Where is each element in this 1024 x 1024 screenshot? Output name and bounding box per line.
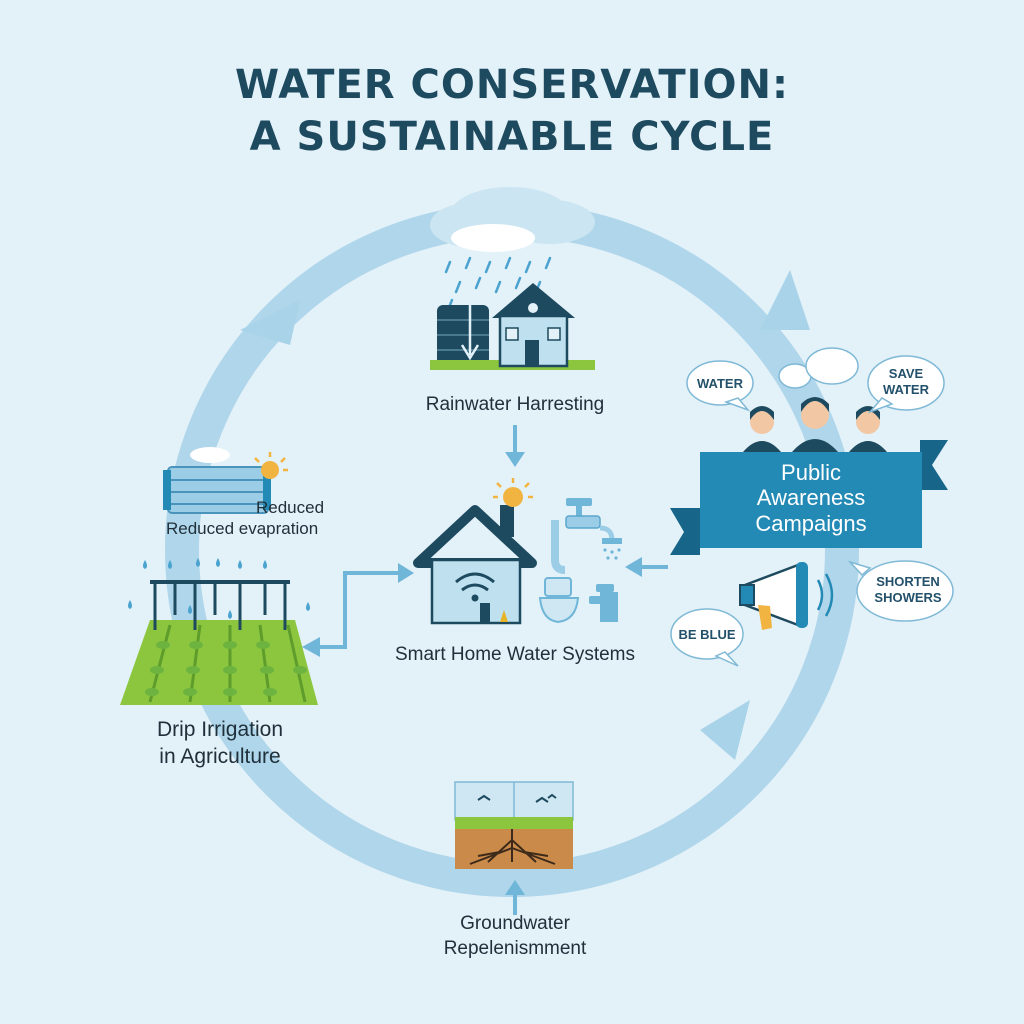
arrowhead-to-home xyxy=(398,563,414,583)
sun-icon-home xyxy=(493,478,533,507)
campaign-banner xyxy=(670,440,948,555)
bubble-shorten-line2: SHOWERS xyxy=(874,590,942,605)
megaphone-icon xyxy=(739,562,834,630)
cloud-icon xyxy=(430,187,595,252)
toilet-icon xyxy=(538,577,580,624)
bubble-be-blue-text: BE BLUE xyxy=(678,627,735,642)
ring-arrowhead-topright xyxy=(760,270,810,330)
bubble-water-text: WATER xyxy=(697,376,744,391)
arrow-campaign-to-home xyxy=(625,557,668,577)
person-right xyxy=(849,406,887,452)
label-smart-home: Smart Home Water Systems xyxy=(394,644,635,665)
sun-icon-evap xyxy=(254,452,288,479)
label-drip-irrigation: Drip Irrigation in Agriculture xyxy=(120,716,320,771)
label-reduced-2: Reduced evapration xyxy=(166,519,319,538)
bubble-save-water-line1: SAVE xyxy=(889,366,924,381)
ring-arrowhead-topleft xyxy=(240,300,300,345)
faucet-icon xyxy=(551,498,601,574)
evaporation-cover-icon xyxy=(163,447,271,514)
banner-line2: Awareness xyxy=(756,485,866,511)
label-drip-line2: in Agriculture xyxy=(159,745,281,769)
title-line-1: WATER CONSERVATION: xyxy=(234,62,790,108)
bubble-water: WATER xyxy=(686,360,754,412)
arrowhead-to-drip xyxy=(302,637,320,657)
shower-icon xyxy=(599,525,622,560)
tap-icon xyxy=(589,584,618,622)
label-groundwater-line1: Groundwater xyxy=(460,913,570,934)
bubble-save-water-line2: WATER xyxy=(883,382,930,397)
arrow-to-groundwater xyxy=(505,880,525,915)
label-public-awareness: Public Awareness Campaigns xyxy=(700,460,922,536)
label-drip-line1: Drip Irrigation xyxy=(156,718,284,741)
bubble-be-blue: BE BLUE xyxy=(670,608,744,667)
bubble-save-water: SAVE WATER xyxy=(867,355,945,414)
ring-arrowhead-right xyxy=(700,700,750,760)
people-icon xyxy=(743,397,887,452)
rain-barrel-icon xyxy=(437,300,489,365)
title-line-2: A SUSTAINABLE CYCLE xyxy=(249,114,775,160)
bubble-empty-1 xyxy=(778,347,859,389)
label-reduced-1: Reduced xyxy=(256,498,325,517)
smart-home-icon xyxy=(413,505,537,625)
wifi-icon xyxy=(455,572,495,592)
bubble-shorten-line1: SHORTEN xyxy=(876,574,940,589)
rainwater-house-icon xyxy=(430,283,595,370)
groundwater-section-icon xyxy=(454,781,574,869)
banner-line1: Public xyxy=(781,460,841,485)
arrow-home-drip-loop xyxy=(318,571,400,649)
label-groundwater: Groundwater Repelenismment xyxy=(400,912,630,961)
banner-line3: Campaigns xyxy=(755,510,867,536)
bubble-shorten-showers: SHORTEN SHOWERS xyxy=(847,560,954,622)
label-groundwater-line2: Repelenismment xyxy=(443,937,587,959)
label-rainwater-harvesting: Rainwater Harresting xyxy=(425,394,605,415)
drip-irrigation-icon xyxy=(120,558,318,705)
arrow-rain-to-home xyxy=(505,425,525,467)
person-middle xyxy=(792,397,838,452)
person-left xyxy=(743,406,781,452)
